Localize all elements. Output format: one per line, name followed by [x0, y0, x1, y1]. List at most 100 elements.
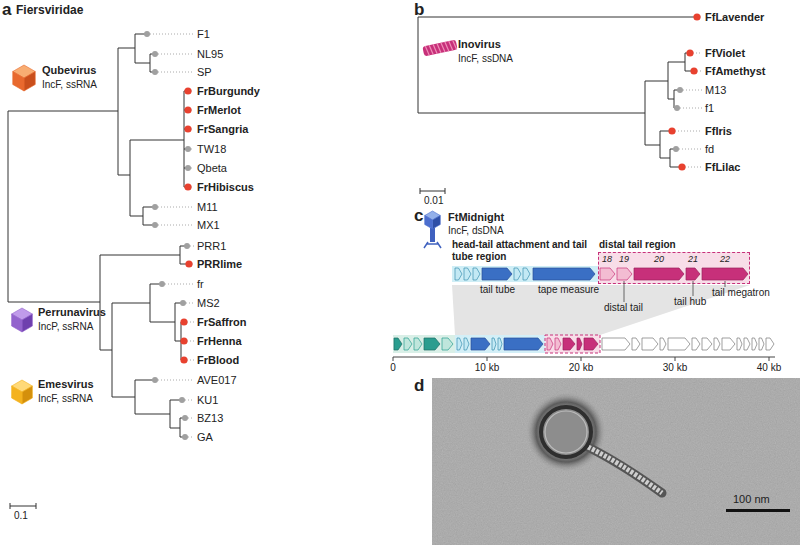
ftmidnight-head	[425, 211, 441, 229]
leader-line	[693, 281, 694, 296]
scale-label: 0.01	[424, 194, 443, 207]
gene-arrow	[498, 338, 502, 350]
tree-branch	[184, 91, 188, 92]
strain-name: AVE017	[197, 373, 237, 387]
leader-line	[725, 281, 726, 287]
strain-name: PRRlime	[197, 257, 242, 271]
family-name: Fiersviridae	[16, 3, 83, 17]
ftmidnight-icon	[424, 228, 441, 248]
tip-marker	[185, 146, 191, 152]
tree-branch	[135, 414, 170, 415]
filament-stripe	[441, 42, 445, 52]
tree-branch	[118, 48, 135, 49]
tree-branch	[150, 284, 151, 322]
tip-marker	[678, 163, 685, 170]
phage-name: FtMidnight	[448, 211, 504, 224]
tree-branch	[181, 322, 182, 360]
dotted-leader	[165, 284, 194, 285]
tree-branch	[135, 380, 155, 381]
capsid-halo	[526, 392, 606, 472]
gene-arrow	[473, 268, 480, 280]
strain-name: PRR1	[197, 239, 226, 253]
tip-marker	[152, 222, 158, 228]
gene-arrow	[617, 268, 632, 280]
gene-arrow	[555, 338, 561, 350]
dotted-leader	[188, 418, 194, 419]
capsid-face	[12, 380, 33, 392]
gene-number: 22	[720, 254, 730, 265]
tree-branch	[36, 503, 37, 509]
capsid-face	[12, 314, 22, 332]
tree-branch	[180, 246, 187, 247]
capsid-face	[12, 308, 33, 320]
tree-branch	[135, 34, 147, 35]
tree-branch	[180, 418, 185, 419]
tree-branch	[135, 63, 150, 64]
gene-arrow	[668, 338, 690, 350]
perrunavirus-icon	[12, 308, 33, 332]
tree-branch	[418, 17, 697, 18]
dotted-leader	[693, 53, 702, 54]
tree-branch	[674, 90, 675, 108]
strain-name: fr	[197, 277, 204, 291]
strain-name: FrMerlot	[197, 103, 241, 117]
gene-arrow	[563, 338, 575, 350]
gene-annotation: tail hub	[674, 296, 706, 308]
tree-branch	[130, 140, 131, 216]
tree-branch	[150, 322, 175, 323]
dotted-leader	[191, 149, 194, 150]
tree-branch	[143, 207, 144, 225]
tree-branch	[150, 54, 151, 72]
tree-branch	[118, 48, 119, 175]
tree-branch	[420, 191, 445, 192]
gene-arrow	[577, 338, 582, 350]
genus-name: Perrunavirus	[38, 306, 106, 319]
genome-regions	[393, 335, 600, 353]
zoom-connector	[452, 285, 750, 335]
tip-marker	[144, 31, 150, 37]
gene-annotation: tail megatron	[712, 287, 770, 299]
gene-arrow	[714, 338, 720, 350]
tree-branch	[112, 397, 135, 398]
tree-branch	[175, 303, 176, 341]
axis-tick	[581, 357, 582, 361]
axis-label: 40 kb	[757, 362, 781, 374]
axis-label: 0	[390, 362, 396, 374]
capsid-face	[13, 65, 36, 78]
scale-label: 0.1	[14, 509, 28, 522]
gene-arrow	[404, 338, 412, 350]
tree-branch	[645, 81, 646, 145]
tip-marker	[690, 67, 697, 74]
dotted-leader	[192, 264, 194, 265]
dotted-leader	[187, 322, 194, 323]
region-band: head-tail attachment and tail tube regio…	[452, 266, 598, 282]
leader-line	[624, 281, 625, 302]
gene-arrow	[600, 268, 615, 280]
tree-branch	[660, 131, 672, 132]
strain-name: FfIris	[705, 124, 732, 138]
gene-arrow	[464, 338, 469, 350]
strain-name: FfAmethyst	[705, 64, 766, 78]
tree-branch	[445, 188, 446, 194]
filament-stripe	[429, 45, 433, 55]
strain-name: MS2	[197, 296, 220, 310]
strain-name: FrHibiscus	[197, 180, 254, 194]
genus-name: Emesvirus	[38, 378, 94, 391]
tip-marker	[686, 49, 693, 56]
phage-tail	[430, 228, 435, 242]
tree-branch	[175, 303, 183, 304]
tree-branch	[181, 360, 184, 361]
tip-marker	[185, 260, 192, 267]
strain-name: FrHenna	[197, 334, 242, 348]
host-genome-note: IncF, ssRNA	[38, 392, 93, 405]
gene-arrow	[523, 268, 530, 280]
tree-branch	[100, 350, 112, 351]
dotted-leader	[191, 129, 194, 130]
dotted-leader	[158, 380, 194, 381]
dotted-leader	[158, 72, 194, 73]
tip-marker	[152, 51, 158, 57]
tip-marker	[182, 415, 188, 421]
tree-branch	[170, 428, 180, 429]
filament-stripe	[437, 43, 441, 53]
